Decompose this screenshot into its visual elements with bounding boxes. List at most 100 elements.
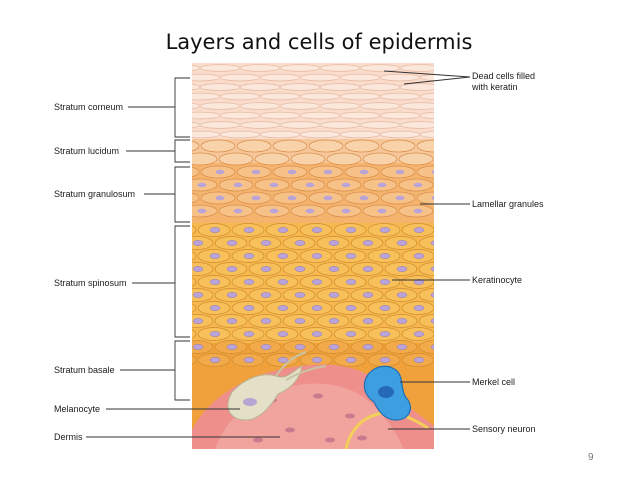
keratin-flake	[259, 130, 301, 139]
granular-cell-nucleus	[233, 182, 243, 188]
granular-cell-nucleus	[233, 208, 243, 214]
granular-cell-nucleus	[377, 182, 387, 188]
keratin-flake	[199, 83, 241, 91]
dermis-nucleus	[253, 437, 263, 443]
merkel-nucleus	[378, 386, 394, 398]
granular-cell	[192, 140, 200, 152]
label-sensory-neuron: Sensory neuron	[472, 424, 536, 434]
keratinocyte-nucleus	[277, 331, 289, 337]
granular-cells	[192, 139, 434, 218]
keratin-flake	[379, 130, 421, 139]
keratin-flake	[359, 83, 401, 91]
keratinocyte-nucleus	[277, 357, 289, 363]
granular-cell	[218, 152, 254, 166]
leader-dead-cells-a	[383, 70, 471, 78]
granular-cell	[326, 152, 362, 166]
keratinocyte	[192, 225, 197, 235]
granular-cell-nucleus	[305, 208, 315, 214]
keratin-flake	[379, 92, 421, 101]
keratin-flake	[199, 64, 241, 72]
keratinocyte-nucleus	[328, 266, 340, 272]
keratin-flake	[399, 83, 434, 91]
keratin-flake	[419, 111, 434, 120]
keratinocyte-nucleus	[243, 253, 255, 259]
keratinocyte	[192, 251, 197, 261]
granular-cell-nucleus	[269, 182, 279, 188]
leader-lines-left	[86, 106, 280, 438]
keratin-flake	[259, 73, 301, 82]
keratinocyte-nucleus	[277, 305, 289, 311]
keratin-flake	[219, 130, 261, 139]
label-dead-cells-line1: Dead cells filled	[472, 71, 536, 81]
keratinocyte-nucleus	[209, 227, 221, 233]
melanocyte-cell	[227, 365, 303, 421]
granular-cell-nucleus	[323, 195, 333, 201]
keratinocyte-nucleus	[379, 305, 391, 311]
melanocyte-dendrite	[275, 351, 327, 381]
keratin-flake	[419, 130, 434, 139]
keratin-flake	[359, 102, 401, 110]
keratin-flake	[359, 64, 401, 72]
granular-cell-nucleus	[251, 169, 261, 175]
slide-title: Layers and cells of epidermis	[165, 30, 473, 54]
label-stratum-corneum: Stratum corneum	[54, 102, 124, 112]
granular-cell-nucleus	[323, 169, 333, 175]
leader-dead-cells-b	[403, 76, 471, 85]
keratinocyte-nucleus	[294, 318, 306, 324]
granular-cell	[200, 139, 236, 153]
keratinocyte-nucleus	[209, 331, 221, 337]
granular-cell-nucleus	[431, 170, 434, 174]
label-stratum-granulosum: Stratum granulosum	[54, 189, 136, 199]
keratinocyte-nucleus	[277, 227, 289, 233]
granular-cell-nucleus	[341, 208, 351, 214]
keratin-flake	[319, 121, 361, 129]
keratinocyte	[418, 340, 434, 354]
granular-cell-nucleus	[287, 169, 297, 175]
label-dead-cells-line2: with keratin	[472, 82, 518, 92]
keratin-flake	[379, 111, 421, 120]
keratinocyte-nucleus	[345, 357, 357, 363]
keratinocyte-nucleus	[243, 357, 255, 363]
keratinocyte-nucleus	[362, 292, 374, 298]
keratin-flake	[192, 92, 221, 101]
granular-cell	[398, 152, 434, 166]
keratinocyte-nucleus	[192, 344, 204, 350]
keratin-flake	[319, 64, 361, 72]
keratin-flake	[379, 73, 421, 82]
granular-cell-nucleus	[287, 195, 297, 201]
label-stratum-lucidum: Stratum lucidum	[54, 146, 120, 156]
keratin-flake	[319, 83, 361, 91]
label-dermis: Dermis	[54, 432, 83, 442]
granular-cell-nucleus	[395, 169, 405, 175]
keratinocyte-nucleus	[413, 279, 425, 285]
keratinocyte-nucleus	[379, 331, 391, 337]
keratinocyte	[418, 288, 434, 302]
keratinocyte-nucleus	[430, 266, 434, 272]
granular-cell-nucleus	[269, 208, 279, 214]
keratin-flake	[279, 64, 321, 72]
keratinocyte-nucleus	[379, 253, 391, 259]
keratinocyte-nucleus	[176, 305, 186, 310]
granular-cell-nucleus	[305, 182, 315, 188]
keratin-flake	[192, 111, 221, 120]
keratinocyte-nucleus	[345, 253, 357, 259]
granular-cell	[290, 152, 326, 166]
keratin-flake	[199, 102, 241, 110]
keratinocyte-nucleus	[345, 279, 357, 285]
granular-cell-nucleus	[251, 195, 261, 201]
keratinocyte-nucleus	[192, 266, 204, 272]
keratinocyte-nucleus	[430, 344, 434, 350]
keratinocyte-nucleus	[176, 357, 186, 362]
keratinocyte-nucleus	[362, 344, 374, 350]
keratinocyte-nucleus	[396, 318, 408, 324]
keratinocyte-nucleus	[311, 331, 323, 337]
keratinocyte-nucleus	[311, 279, 323, 285]
keratinocyte-nucleus	[379, 357, 391, 363]
keratinocyte-nucleus	[345, 227, 357, 233]
keratin-flake	[419, 73, 434, 82]
keratinocyte	[418, 236, 434, 250]
bracket-stratum-corneum	[174, 77, 190, 138]
keratinocyte-nucleus	[192, 292, 204, 298]
keratinocyte-nucleus	[209, 253, 221, 259]
keratinocyte-nucleus	[176, 253, 186, 258]
